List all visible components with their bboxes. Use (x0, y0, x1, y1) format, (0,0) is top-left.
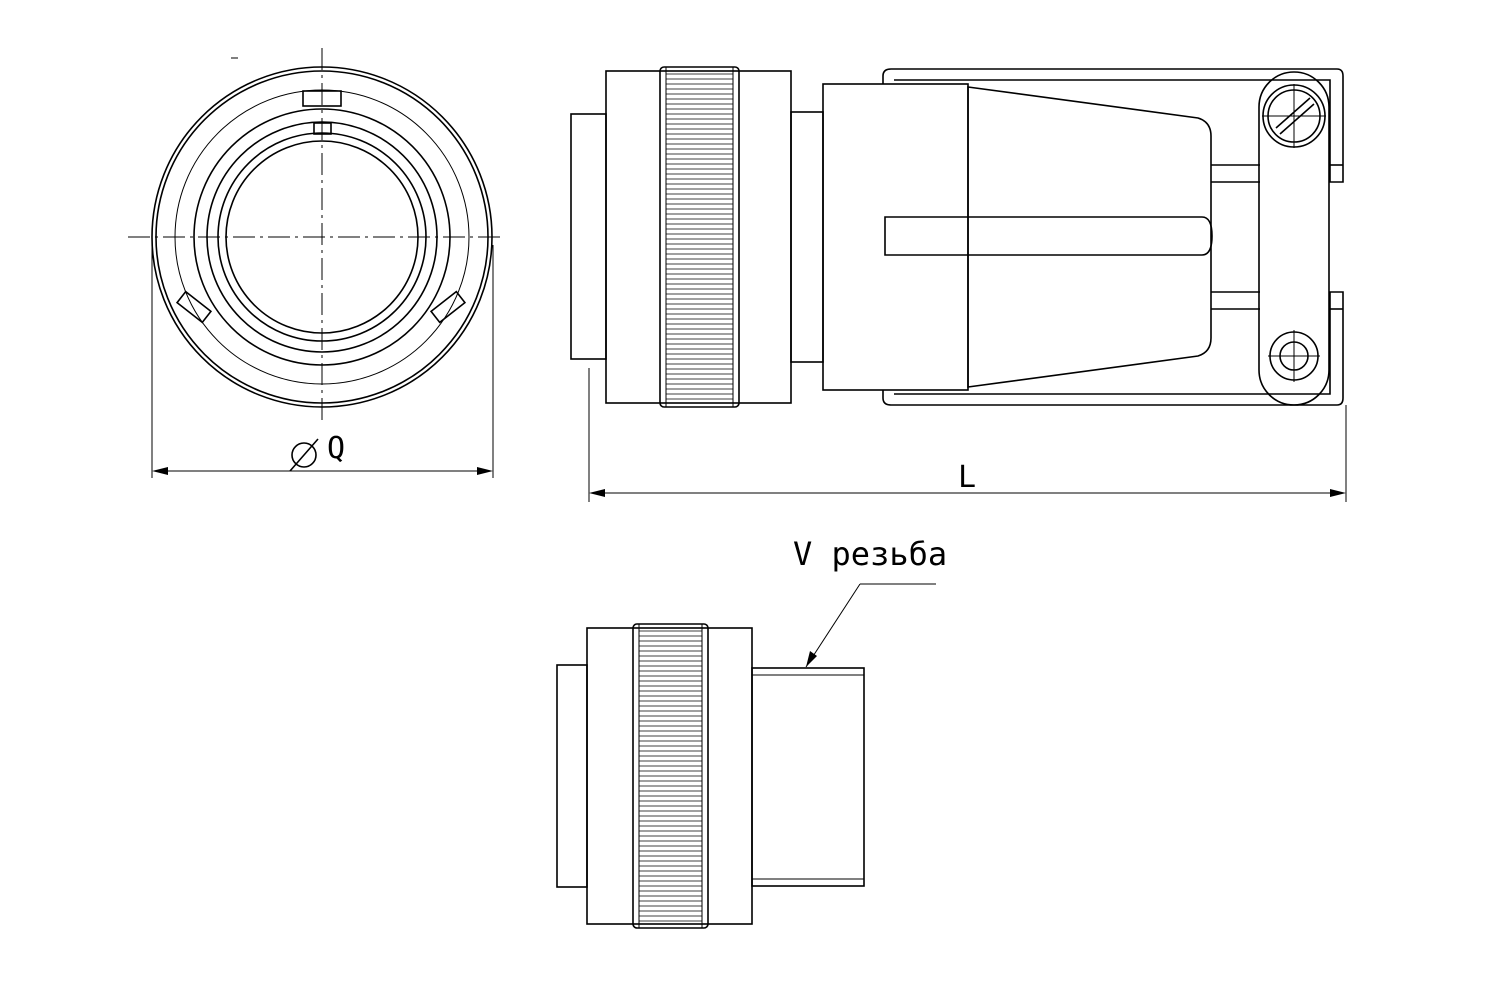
length-label: L (958, 460, 976, 495)
side-view: L (570, 66, 1347, 502)
bottom-view: V резьба (556, 535, 947, 929)
diameter-label: Q (327, 431, 345, 466)
screw-bottom-icon (1268, 330, 1320, 382)
knurl-side (666, 73, 733, 400)
thread-label: V резьба (793, 535, 947, 573)
front-view: Q (128, 48, 505, 478)
screw-top-icon (1262, 84, 1326, 148)
knurl-bottom (639, 630, 702, 922)
diameter-icon (289, 438, 319, 472)
